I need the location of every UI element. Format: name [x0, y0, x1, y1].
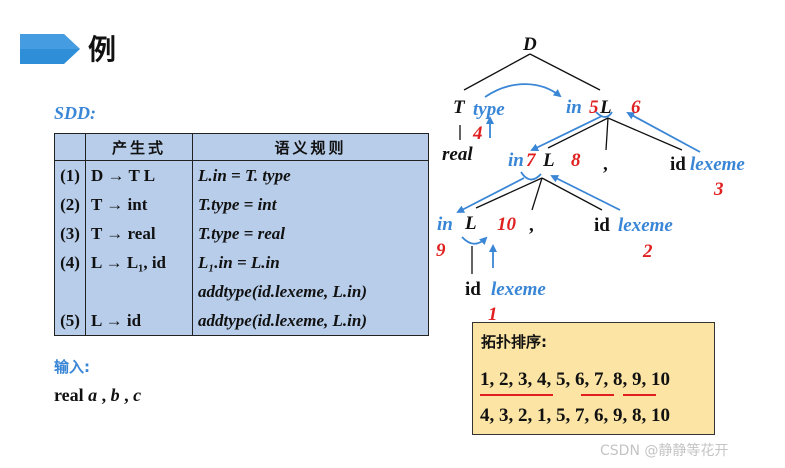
node-comma-top: , — [603, 154, 608, 175]
topo-sequence-1: 1, 2, 3, 4, 5, 6, 7, 8, 9, 10 — [480, 369, 670, 390]
order-number-7: 7 — [526, 150, 537, 171]
topo-sort-box: 拓扑排序: 1, 2, 3, 4, 5, 6, 7, 8, 9, 10 4, 3… — [472, 322, 715, 435]
arrow-lexeme3-to-L6 — [626, 112, 701, 153]
input-sep1: , — [97, 385, 111, 405]
topo-sequence-2: 4, 3, 2, 1, 5, 7, 6, 9, 8, 10 — [480, 405, 670, 426]
node-D: D — [522, 34, 537, 55]
row-rule: T.type = int — [198, 194, 277, 214]
header-production: 产生式 — [85, 133, 193, 161]
row-production: D → T L — [85, 160, 193, 190]
node-id-low: id — [465, 279, 481, 300]
row-number: (3) — [54, 219, 86, 248]
topo-underlines — [480, 394, 656, 396]
table-row: (4) L → L₁, id L₁.in = L.in — [54, 248, 429, 277]
order-number-6: 6 — [631, 97, 641, 118]
row-number: (5) — [54, 306, 86, 336]
row-production: T → real — [85, 219, 193, 248]
attr-lexeme-low: lexeme — [491, 279, 546, 300]
banner-arrow-icon — [20, 34, 80, 64]
arrow-in5-to-in7 — [530, 115, 603, 151]
node-id-mid: id — [594, 215, 610, 236]
input-value: real a , b , c — [54, 385, 141, 406]
watermark: CSDN @静静等花开 — [600, 443, 729, 459]
node-L-mid: L — [542, 150, 555, 171]
node-T: T — [453, 97, 466, 118]
table-row: addtype(id.lexeme, L.in) — [54, 277, 429, 306]
row-production: L → id — [85, 306, 193, 336]
attr-in-low: in — [437, 214, 453, 235]
arc-in9-to-L10 — [461, 236, 488, 246]
table-row: (3) T → real T.type = real — [54, 219, 429, 248]
arc-L-mid — [520, 171, 542, 181]
topo-title: 拓扑排序: — [481, 333, 547, 351]
order-number-5: 5 — [589, 97, 599, 118]
attr-in-top: in — [566, 97, 582, 118]
node-L-low: L — [464, 213, 477, 234]
input-prefix: real — [54, 385, 89, 405]
table-row: (2) T → int T.type = int — [54, 190, 429, 219]
order-number-2: 2 — [642, 241, 653, 262]
tree-nodes: D T L real L , id L , id id — [442, 34, 686, 300]
order-number-4: 4 — [472, 123, 483, 144]
row-rule: addtype(id.lexeme, L.in) — [198, 310, 368, 330]
node-comma-mid: , — [529, 215, 534, 236]
row-number: (1) — [54, 160, 86, 190]
attr-type: type — [473, 99, 505, 120]
table-header-row: 产生式 语义规则 — [54, 133, 429, 161]
input-label: 输入: — [54, 358, 90, 376]
order-number-9: 9 — [436, 240, 446, 261]
order-number-1: 1 — [488, 304, 498, 325]
row-rule: T.type = real — [198, 223, 285, 243]
tree-attributes: type in in in lexeme lexeme lexeme — [437, 97, 745, 300]
attr-lexeme-top: lexeme — [690, 154, 745, 175]
order-number-10: 10 — [497, 214, 517, 235]
input-c: c — [133, 385, 142, 405]
table-row: (5) L → id addtype(id.lexeme, L.in) — [54, 306, 429, 336]
order-number-8: 8 — [571, 150, 581, 171]
row-production: L → L₁, id — [85, 248, 193, 277]
arrow-type-to-in — [484, 83, 562, 98]
attr-in-mid: in — [508, 150, 524, 171]
page-title: 例 — [88, 33, 117, 66]
input-b: b — [110, 385, 120, 405]
arrow-lexeme2-to-L8 — [550, 175, 621, 211]
sdd-table: 产生式 语义规则 (1) D → T L L.in = T. type (2) … — [54, 133, 429, 336]
row-number: (4) — [54, 248, 86, 277]
tree-numbers: 1 2 3 4 5 6 7 8 9 10 — [436, 97, 724, 325]
arrow-in7-to-in9 — [456, 177, 525, 213]
arc-L-top — [595, 111, 613, 118]
input-a: a — [88, 385, 98, 405]
row-rule: addtype(id.lexeme, L.in) — [198, 281, 368, 301]
node-L-top: L — [599, 97, 612, 118]
row-number — [54, 277, 86, 306]
row-rule: L.in = T. type — [198, 165, 291, 185]
row-production — [85, 277, 193, 306]
tree-edges — [459, 53, 683, 274]
header-empty — [54, 133, 86, 161]
sdd-label: SDD: — [54, 103, 97, 123]
header-rule: 语义规则 — [192, 133, 429, 161]
node-real: real — [442, 144, 473, 165]
row-production: T → int — [85, 190, 193, 219]
input-sep2: , — [119, 385, 134, 405]
dependency-arrows — [456, 83, 701, 268]
attr-lexeme-mid: lexeme — [618, 215, 673, 236]
row-rule: L₁.in = L.in — [198, 252, 280, 272]
table-row: (1) D → T L L.in = T. type — [54, 160, 429, 190]
row-number: (2) — [54, 190, 86, 219]
order-number-3: 3 — [713, 179, 724, 200]
node-id-top: id — [670, 154, 686, 175]
